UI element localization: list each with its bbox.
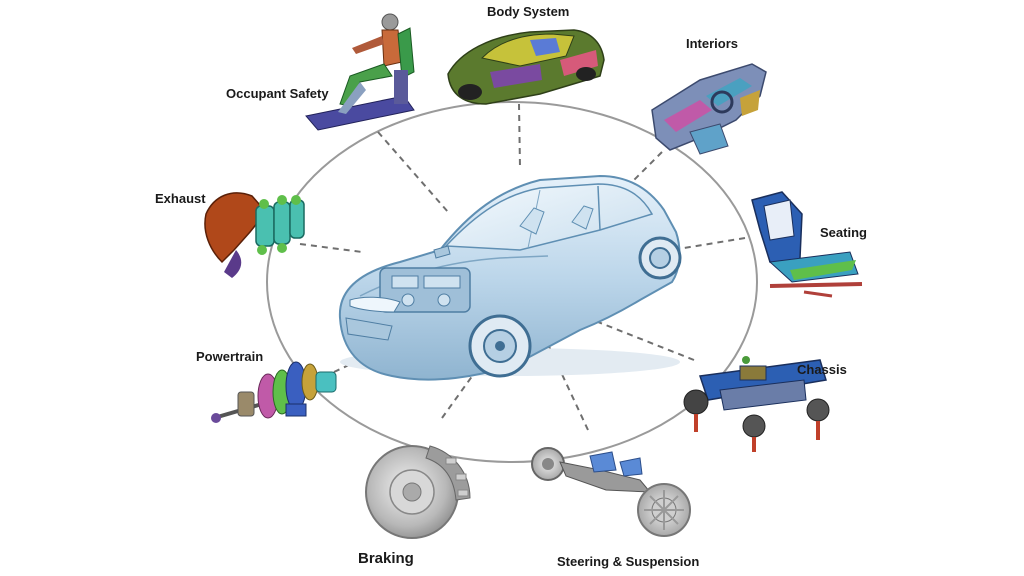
label-chassis: Chassis — [797, 362, 847, 377]
ring — [266, 101, 758, 463]
label-occupant-safety: Occupant Safety — [226, 86, 329, 101]
car-illustration — [338, 174, 682, 381]
label-seating: Seating — [820, 225, 867, 240]
connector-exhaust — [299, 243, 363, 253]
label-body-system: Body System — [487, 4, 570, 19]
chassis-illustration — [683, 356, 830, 452]
body-system-illustration — [447, 29, 605, 105]
powertrain-illustration — [211, 361, 337, 423]
connector-seating — [671, 237, 746, 251]
label-exhaust: Exhaust — [155, 191, 206, 206]
label-braking: Braking — [358, 550, 414, 567]
connector-interiors — [627, 151, 663, 187]
exhaust-illustration — [204, 192, 305, 278]
connector-body — [518, 103, 521, 169]
steering-suspension-illustration — [531, 447, 691, 537]
braking-illustration — [365, 445, 471, 539]
seating-illustration — [751, 191, 863, 298]
occupant-safety-illustration — [305, 13, 415, 131]
label-steering-suspension: Steering & Suspension — [557, 554, 700, 569]
interiors-illustration — [651, 63, 767, 155]
label-powertrain: Powertrain — [196, 349, 264, 364]
connector-chassis — [587, 317, 695, 361]
label-interiors: Interiors — [686, 36, 739, 51]
connector-occupant — [377, 131, 449, 213]
